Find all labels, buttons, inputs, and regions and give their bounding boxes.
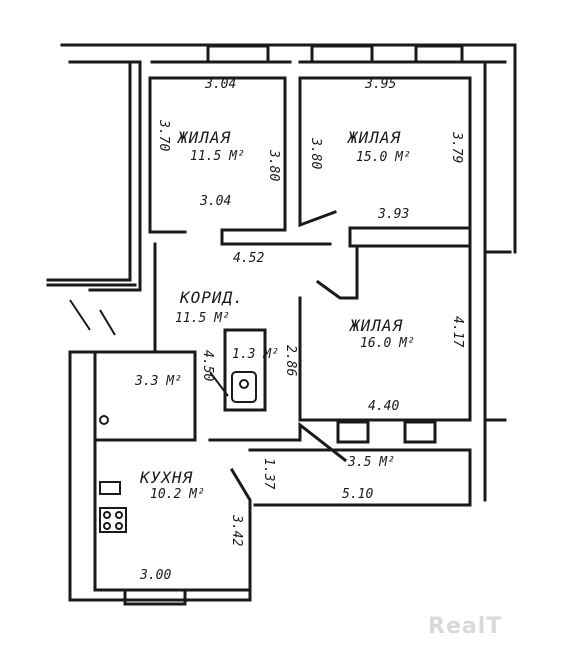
- dim-r1-top: 3.04: [205, 77, 237, 92]
- exterior-wall-bottom: [68, 503, 252, 602]
- dim-r2-left: 3.80: [308, 138, 323, 170]
- dim-r2-top: 3.95: [365, 77, 397, 92]
- room-balcony-area: 3.5 M²: [348, 455, 395, 470]
- wall-balcony: [248, 448, 472, 507]
- dim-r1-right: 3.80: [266, 150, 281, 182]
- exterior-wall-left: [46, 60, 142, 292]
- room-living1-label: ЖИЛАЯ: [178, 128, 232, 147]
- watermark-logo: RealT: [428, 614, 503, 639]
- wall-room3-bottom: [298, 296, 472, 422]
- dim-balcony-left: 1.37: [261, 458, 276, 490]
- wall-bath: [223, 328, 267, 412]
- room-living2-label: ЖИЛАЯ: [348, 128, 402, 147]
- dim-r2-right: 3.79: [449, 132, 464, 164]
- window-top-1: [206, 44, 270, 64]
- wall-wc: [93, 350, 197, 442]
- room-bath-area: 1.3 M²: [232, 347, 279, 362]
- wall-room2: [298, 76, 472, 248]
- dim-balcony-bottom: 5.10: [342, 487, 374, 502]
- dim-kitchen-bottom: 3.00: [140, 568, 172, 583]
- room-living3-label: ЖИЛАЯ: [350, 316, 404, 335]
- wall-left-step: [148, 76, 187, 234]
- dim-kitchen-right: 3.42: [229, 515, 244, 547]
- wall-corridor: [68, 242, 157, 602]
- dim-r3-right: 4.17: [450, 316, 465, 348]
- dim-corridor-right: 2.86: [283, 345, 298, 377]
- wall-room3: [315, 244, 359, 300]
- dim-corridor-left: 4.50: [200, 350, 215, 382]
- bathtub-icon: [231, 371, 257, 403]
- dim-r3-bottom: 4.40: [368, 399, 400, 414]
- wall-corridor-bottom: [208, 421, 348, 463]
- exterior-wall-right: [468, 60, 512, 502]
- room-wc-area: 3.3 M²: [135, 374, 182, 389]
- room-kitchen-label: КУХНЯ: [140, 468, 194, 487]
- dim-hall: 4.52: [233, 251, 265, 266]
- room-corridor-area: 11.5 M²: [175, 311, 230, 326]
- window-balcony-2: [403, 420, 437, 444]
- window-balcony-1: [336, 420, 370, 444]
- room-corridor-label: КОРИД.: [180, 288, 244, 307]
- door-swing-1: [69, 299, 116, 336]
- room-living1-area: 11.5 M²: [190, 149, 245, 164]
- wall-kitchen: [93, 438, 252, 592]
- room-kitchen-area: 10.2 M²: [150, 487, 205, 502]
- dim-r2-bottom: 3.93: [378, 207, 410, 222]
- wall-room2-left: [298, 76, 337, 228]
- room-living2-area: 15.0 M²: [356, 150, 411, 165]
- dim-r1-bottom: 3.04: [200, 194, 232, 209]
- wall-room1: [148, 76, 332, 246]
- sink-icon: [99, 415, 121, 495]
- window-top-3: [414, 44, 464, 64]
- window-bottom: [123, 588, 187, 606]
- dim-r1-left: 3.70: [156, 120, 171, 152]
- stove-icon: [99, 507, 127, 533]
- room-living3-area: 16.0 M²: [360, 336, 415, 351]
- window-top-2: [310, 44, 374, 64]
- door-swing-2: [209, 371, 229, 397]
